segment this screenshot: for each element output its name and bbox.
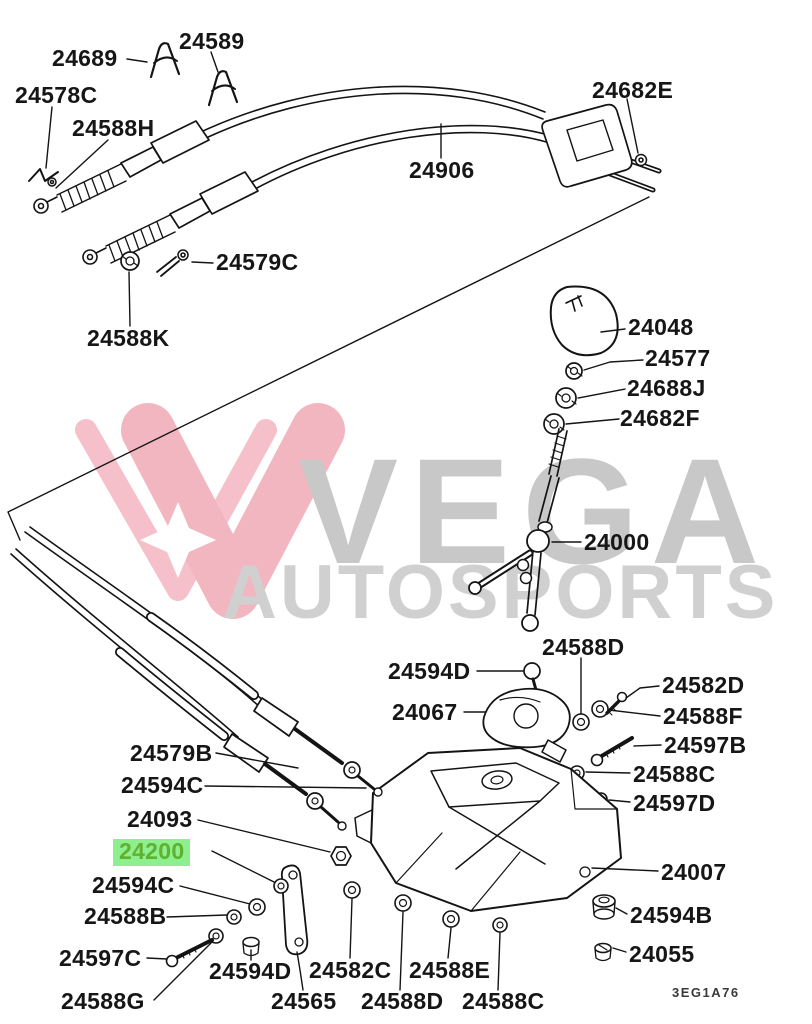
part-label-24067: 24067	[392, 699, 458, 725]
part-label-24588H: 24588H	[72, 115, 155, 141]
shift-cable-upper-2	[82, 124, 553, 265]
part-label-24588G: 24588G	[61, 988, 145, 1014]
vega-v-logo-bold	[121, 403, 345, 619]
part-label-24093: 24093	[127, 806, 193, 832]
part-label-24589: 24589	[179, 28, 245, 54]
cable-bracket	[541, 103, 662, 193]
part-label-24682E: 24682E	[592, 77, 674, 103]
part-label-24582D: 24582D	[662, 672, 745, 698]
part-label-24588D-2: 24588D	[361, 988, 444, 1014]
nut-24577	[565, 362, 583, 380]
watermark-sub-text: AUTOSPORTS	[222, 550, 778, 635]
vega-v-logo	[75, 419, 277, 601]
spring-clip-24578C	[28, 168, 59, 187]
part-label-24597B: 24597B	[664, 732, 747, 758]
nut-24055	[594, 942, 612, 962]
vega-star-icon	[140, 502, 216, 578]
washer-24588F	[591, 700, 609, 718]
part-label-24577: 24577	[645, 345, 711, 371]
gearshift-lever	[468, 428, 568, 632]
part-label-24579B: 24579B	[130, 740, 213, 766]
part-label-24682F: 24682F	[620, 405, 700, 431]
control-housing-24007	[354, 747, 622, 912]
washer-24588B	[226, 909, 242, 925]
nut-24688J	[555, 387, 577, 409]
part-label-24689: 24689	[52, 45, 118, 71]
bushing-24594C	[248, 898, 266, 916]
part-label-24594D-1: 24594D	[388, 658, 471, 684]
part-label-24588K: 24588K	[87, 325, 170, 351]
part-label-24594D-2: 24594D	[209, 958, 292, 984]
part-label-24565: 24565	[271, 988, 337, 1014]
part-label-24594B: 24594B	[630, 902, 713, 928]
grommet-24594B	[592, 894, 616, 920]
bolt-24597B	[590, 736, 634, 767]
nut-24588K	[120, 251, 140, 271]
mount-washers	[343, 881, 508, 933]
part-label-24048: 24048	[628, 314, 694, 340]
part-label-24588D-1: 24588D	[542, 634, 625, 660]
part-label-24594C-2: 24594C	[92, 872, 175, 898]
part-label-24588B: 24588B	[84, 903, 167, 929]
bolt-24597C	[165, 938, 214, 968]
shift-cable-lower-2	[10, 548, 347, 831]
part-label-24588C-2: 24588C	[462, 988, 545, 1014]
part-label-24055: 24055	[629, 941, 695, 967]
part-label-24597D: 24597D	[633, 790, 716, 816]
shift-cable-lower-1	[24, 526, 383, 797]
part-label-24578C: 24578C	[15, 82, 98, 108]
cotter-pin-24579C	[156, 249, 189, 277]
page-break-line	[7, 196, 650, 541]
part-label-24906: 24906	[409, 157, 475, 183]
bolt-24582D	[605, 691, 628, 716]
part-label-24594C-1: 24594C	[121, 772, 204, 798]
lever-seat-24067	[482, 687, 571, 763]
shift-knob	[549, 285, 619, 357]
part-label-24597C: 24597C	[59, 945, 142, 971]
diagram-code: 3EG1A76	[672, 985, 740, 1000]
part-label-24579C: 24579C	[216, 249, 299, 275]
leader-lines	[45, 51, 662, 1001]
part-label-24000: 24000	[584, 529, 650, 555]
part-label-24007: 24007	[661, 859, 727, 885]
part-label-24588F: 24588F	[663, 703, 743, 729]
cable-clip-24689	[149, 42, 181, 79]
shift-cable-upper-1	[33, 85, 546, 214]
part-label-24582C: 24582C	[309, 957, 392, 983]
part-label-24688J: 24688J	[627, 375, 706, 401]
bushing-24200	[273, 878, 289, 894]
cable-clip-24589	[207, 70, 239, 107]
part-label-24200: 24200	[113, 839, 191, 866]
part-label-24588C-1: 24588C	[633, 761, 716, 787]
hex-nut-24093	[330, 846, 352, 866]
part-label-24588E: 24588E	[409, 957, 491, 983]
